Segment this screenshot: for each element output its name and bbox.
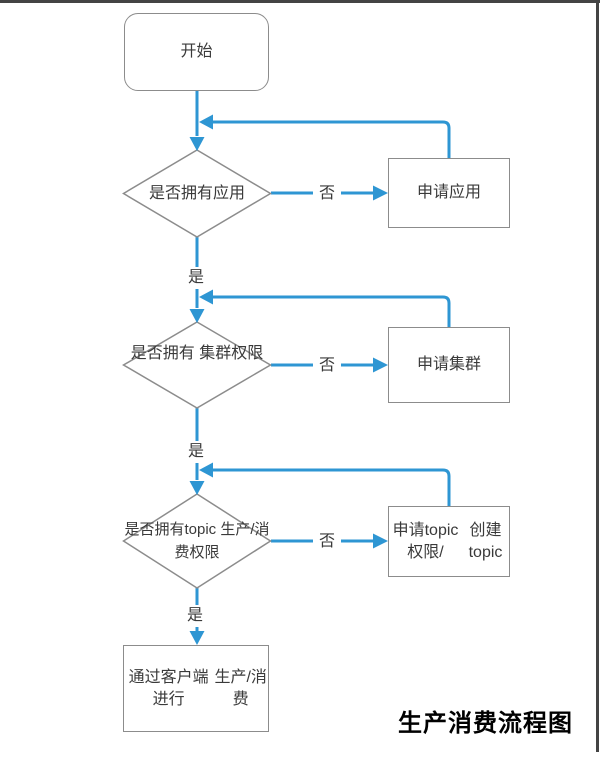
arrowhead-down-icon bbox=[189, 631, 205, 645]
edge-label-no-1: 否 bbox=[312, 183, 342, 205]
node-decision-has-topic-permission: 是否拥有topic 生产/消费权限 bbox=[122, 518, 272, 564]
arrowhead-right-icon bbox=[373, 533, 388, 549]
decision-label-line2: 生产/消费权限 bbox=[174, 521, 270, 561]
node-process-apply-cluster: 申请集群 bbox=[388, 327, 510, 403]
arrowhead-right-icon bbox=[373, 357, 388, 373]
process-label: 申请集群 bbox=[416, 356, 481, 373]
connector-loopback-2 bbox=[213, 295, 451, 327]
frame-border-right bbox=[596, 0, 599, 752]
arrowhead-left-icon bbox=[199, 114, 213, 130]
frame-border-top bbox=[0, 0, 600, 3]
arrowhead-left-icon bbox=[199, 462, 213, 478]
arrowhead-down-icon bbox=[189, 481, 205, 495]
decision-label-line1: 是否拥有 bbox=[130, 345, 195, 362]
node-decision-has-cluster-permission: 是否拥有 集群权限 bbox=[122, 342, 272, 365]
node-final-produce-consume: 通过客户端进行 生产/消费 bbox=[123, 645, 269, 732]
decision-label: 是否拥有应用 bbox=[148, 185, 245, 202]
edge-label-yes-1: 是 bbox=[181, 267, 211, 289]
decision-label-line1: 是否拥有topic bbox=[124, 521, 217, 538]
node-start-label: 开始 bbox=[180, 43, 213, 60]
final-label-line2: 生产/消费 bbox=[214, 668, 267, 708]
node-decision-has-app: 是否拥有应用 bbox=[122, 182, 272, 205]
arrowhead-down-icon bbox=[189, 137, 205, 151]
connector-loopback-3 bbox=[213, 468, 451, 506]
diagram-title: 生产消费流程图 bbox=[398, 710, 573, 737]
connector-loopback-1 bbox=[213, 120, 451, 158]
process-label-line1: 申请topic权限/ bbox=[392, 521, 459, 561]
arrowhead-down-icon bbox=[189, 309, 205, 323]
arrowhead-left-icon bbox=[199, 289, 213, 305]
process-label: 申请应用 bbox=[416, 184, 481, 201]
arrowhead-right-icon bbox=[373, 185, 388, 201]
decision2-diamond bbox=[122, 321, 272, 409]
node-process-apply-topic: 申请topic权限/ 创建topic bbox=[388, 506, 510, 577]
final-label-line1: 通过客户端进行 bbox=[128, 668, 209, 708]
edge-label-no-3: 否 bbox=[312, 531, 342, 553]
edge-label-no-2: 否 bbox=[312, 355, 342, 377]
decision-label-line2: 集群权限 bbox=[199, 345, 264, 362]
node-start: 开始 bbox=[124, 13, 269, 91]
edge-label-yes-2: 是 bbox=[181, 441, 211, 463]
edge-label-yes-3: 是 bbox=[180, 605, 210, 627]
node-process-apply-app: 申请应用 bbox=[388, 158, 510, 228]
process-label-line2: 创建topic bbox=[468, 521, 503, 561]
